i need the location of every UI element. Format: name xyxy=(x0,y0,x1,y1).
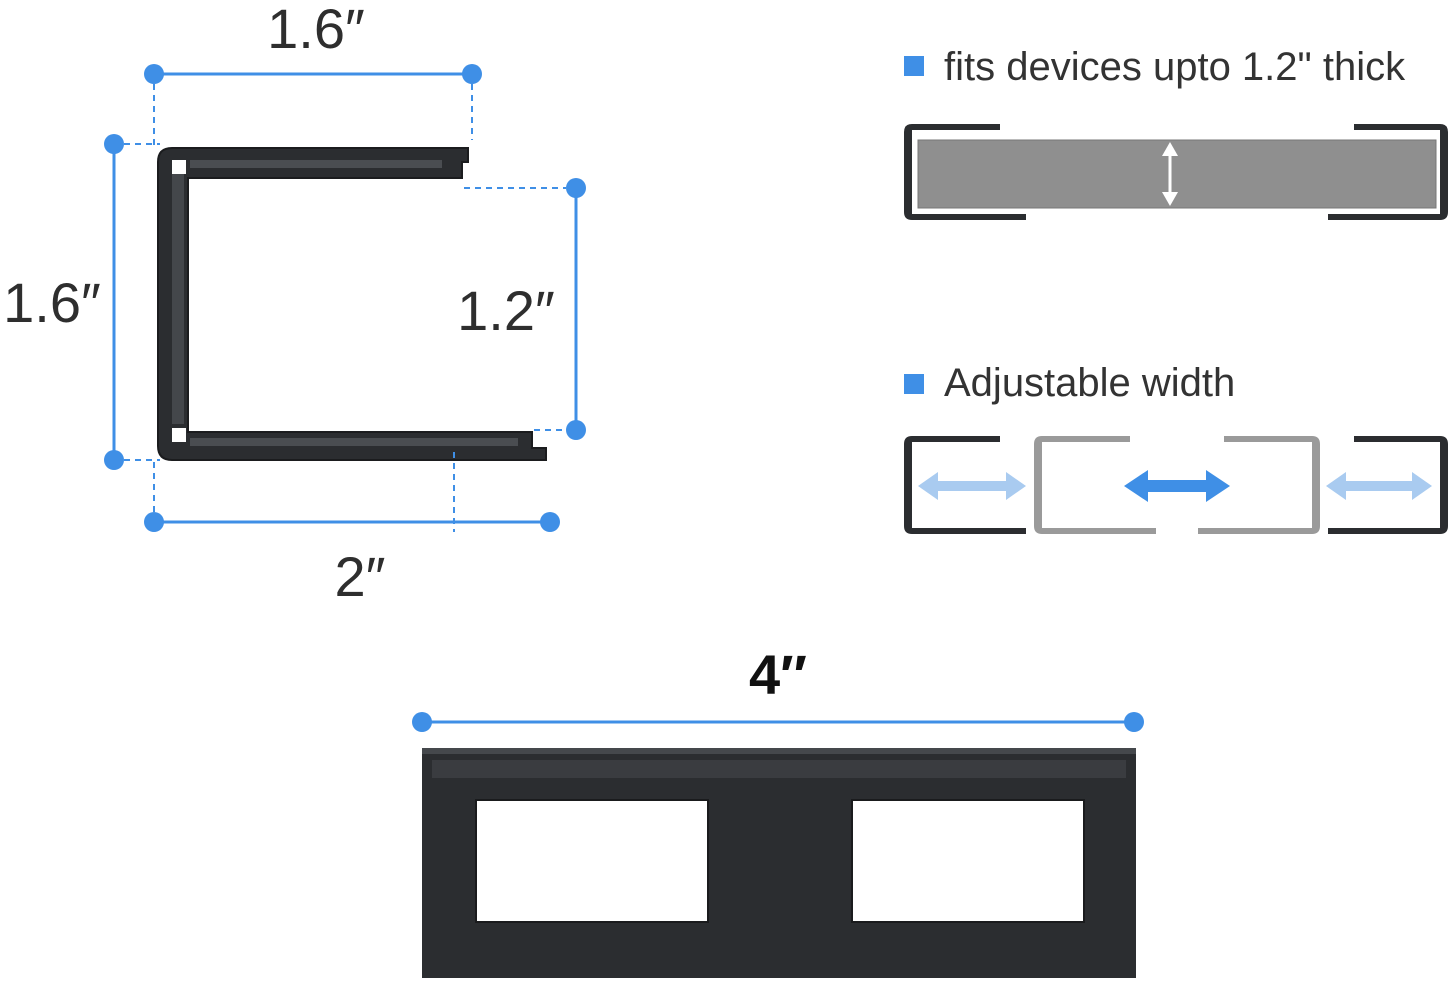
double-arrow-icon xyxy=(1326,472,1432,500)
double-arrow-icon xyxy=(1124,470,1230,502)
side-view-bracket xyxy=(157,147,547,461)
inner-gap-label: 1.2″ xyxy=(457,279,555,342)
dimension-lines xyxy=(104,64,586,532)
height-label: 1.6″ xyxy=(3,271,101,334)
front-view-bracket xyxy=(422,748,1136,978)
front-window-right xyxy=(851,799,1085,923)
bottom-length-label: 2″ xyxy=(335,545,386,608)
double-arrow-icon xyxy=(918,472,1026,500)
front-width-dimension xyxy=(412,712,1144,732)
front-width-label: 4″ xyxy=(749,643,807,706)
adjustable-width-illustration xyxy=(904,436,1448,534)
thickness-illustration xyxy=(904,124,1448,220)
front-window-left xyxy=(475,799,709,923)
feature-width-label: Adjustable width xyxy=(944,361,1235,405)
square-bullet-icon xyxy=(904,56,924,76)
feature-thickness-label: fits devices upto 1.2" thick xyxy=(944,45,1406,89)
top-width-label: 1.6″ xyxy=(267,0,365,60)
square-bullet-icon xyxy=(904,374,924,394)
